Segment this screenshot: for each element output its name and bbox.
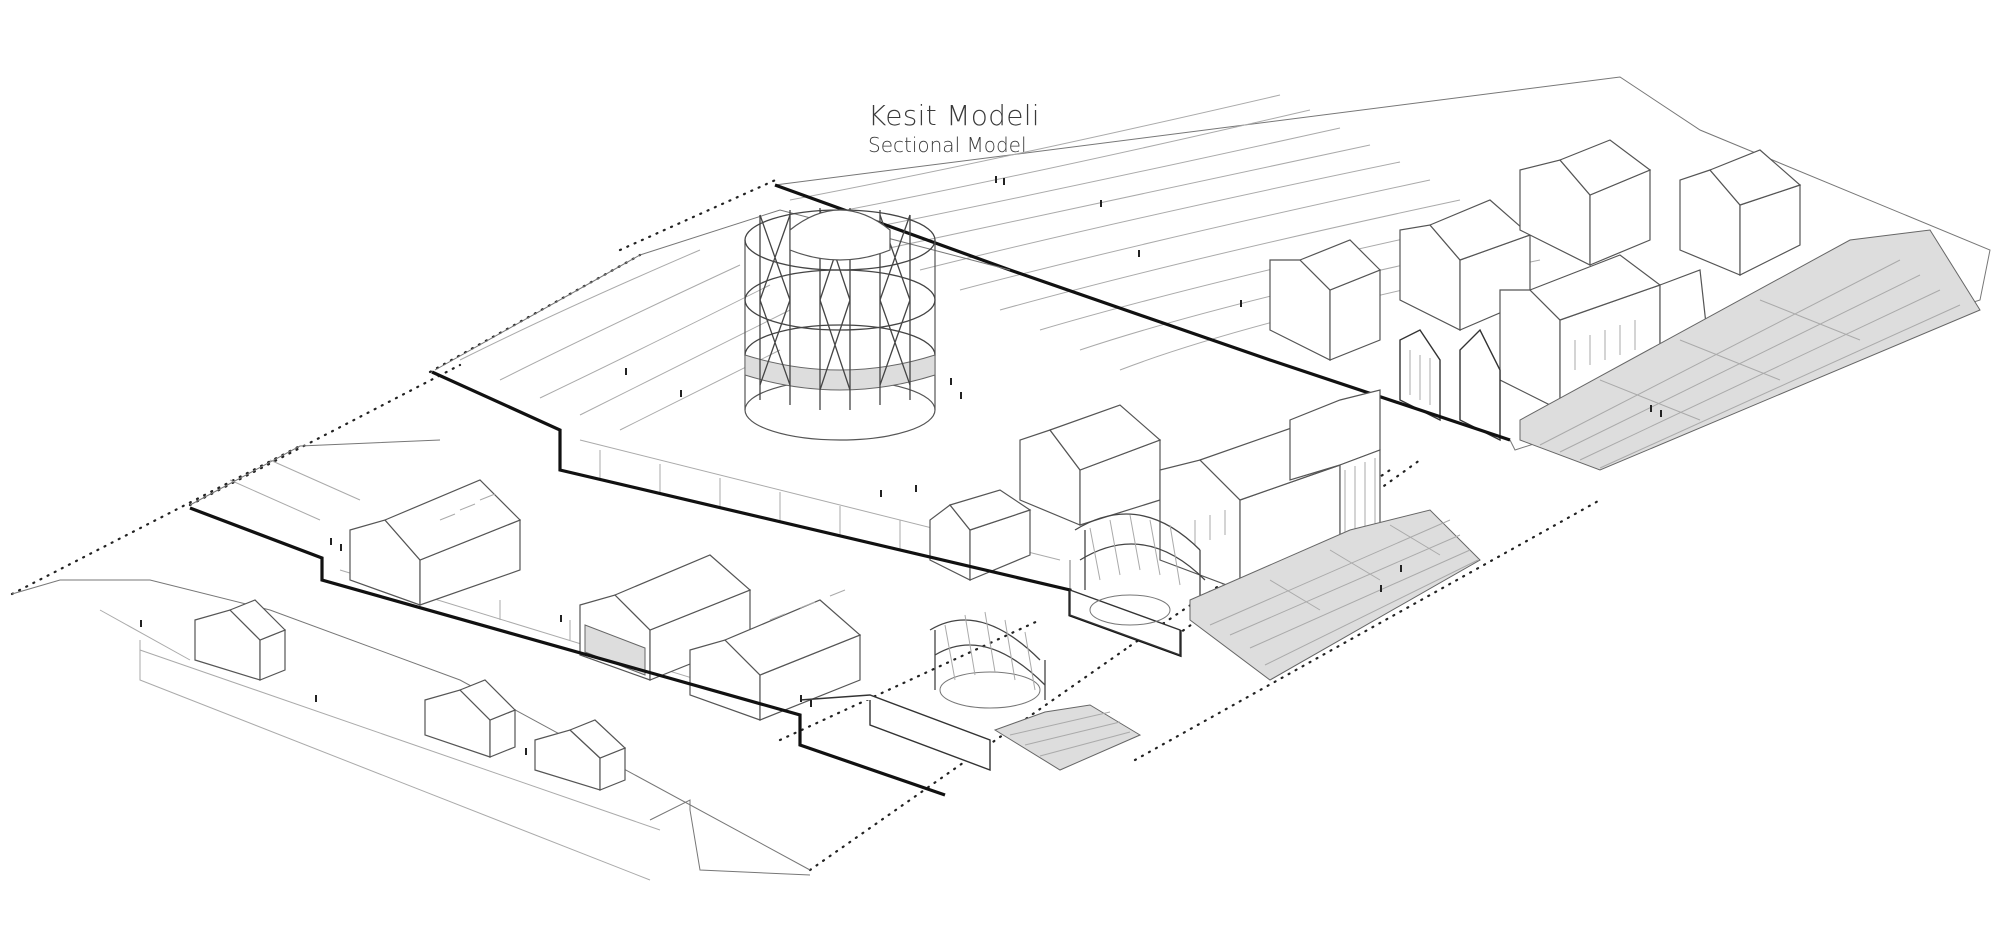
middle-seating: [1189, 509, 1481, 681]
front-seating: [993, 704, 1142, 771]
foreground-buildings: [194, 599, 627, 791]
sunken-court-ring: [1089, 594, 1171, 626]
gas-holder: [744, 208, 936, 441]
people-figures: [140, 176, 1662, 755]
foreground-street: [11, 579, 811, 881]
front-pavilion: [929, 611, 1046, 709]
back-seating: [1519, 229, 1981, 471]
stair-ramp: [799, 694, 991, 772]
title-block: Kesit Modeli Sectional Model: [868, 99, 1040, 158]
sunken-court: [1069, 589, 1181, 656]
drawing-subtitle: Sectional Model: [868, 133, 1027, 158]
section-cut-back: [774, 183, 1511, 442]
section-cut-front: [189, 506, 946, 797]
back-buildings: [1269, 139, 1802, 442]
drawing-title: Kesit Modeli: [868, 99, 1040, 132]
front-buildings: [349, 479, 862, 721]
